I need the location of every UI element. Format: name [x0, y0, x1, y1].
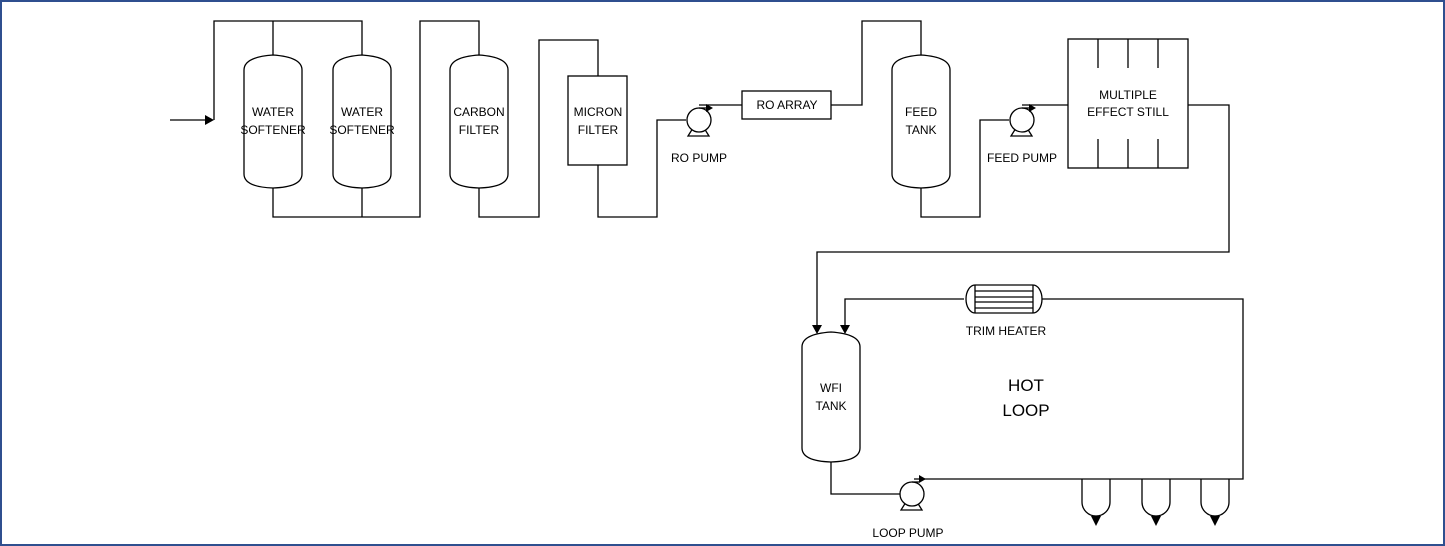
top-header-pipe: [213, 20, 363, 120]
feed-pump: [1009, 104, 1036, 137]
feed-tank-label-line2: TANK: [905, 123, 936, 137]
carbon-to-micron-pipe: [478, 39, 599, 218]
micron-filter-label-line2: FILTER: [578, 123, 619, 137]
trim-heater: [965, 284, 1043, 314]
use-point-2: [1141, 479, 1171, 526]
wfi-tank-label-line2: TANK: [815, 399, 846, 413]
still-label-line2: EFFECT STILL: [1087, 105, 1169, 119]
wfi-to-looppump-pipe: [830, 461, 900, 495]
use-point-1: [1081, 479, 1111, 526]
roarray-to-feedtank-pipe: [831, 20, 922, 106]
ro-array-label: RO ARRAY: [756, 98, 817, 112]
still-to-wfi-pipe: [816, 104, 1230, 328]
feed-pump-label: FEED PUMP: [987, 151, 1057, 165]
hot-loop-label-line2: LOOP: [1002, 401, 1049, 420]
water-softener-1: [243, 54, 303, 189]
inlet-arrow: [205, 115, 214, 125]
loop-return-arrow: [840, 325, 850, 334]
loop-pump-label: LOOP PUMP: [872, 526, 943, 540]
use-point-3: [1200, 479, 1230, 526]
ro-array: [741, 90, 832, 120]
wfi-tank: [801, 331, 861, 463]
feed-tank: [891, 54, 951, 189]
ro-pump-label: RO PUMP: [671, 151, 727, 165]
carbon-filter: [449, 54, 509, 189]
micron-to-ropump-pipe: [597, 119, 686, 218]
still-label-line1: MULTIPLE: [1099, 88, 1157, 102]
feedtank-to-feedpump-pipe: [920, 119, 1009, 218]
water-softener-1-label-line2: SOFTENER: [240, 123, 306, 137]
micron-filter: [567, 75, 628, 166]
water-softener-2-label-line2: SOFTENER: [329, 123, 395, 137]
water-softener-2-label-line1: WATER: [341, 105, 383, 119]
ro-pump: [686, 104, 713, 137]
softener-bottom-pipe: [272, 20, 480, 218]
water-softener-1-label-line1: WATER: [252, 105, 294, 119]
trimheater-return-pipe: [844, 298, 964, 328]
carbon-filter-label-line1: CARBON: [453, 105, 504, 119]
water-softener-2: [332, 54, 392, 189]
hot-loop-label-line1: HOT: [1008, 376, 1044, 395]
trim-heater-label: TRIM HEATER: [966, 324, 1047, 338]
feed-tank-label-line1: FEED: [905, 105, 937, 119]
wfi-tank-label-line1: WFI: [820, 381, 842, 395]
carbon-filter-label-line2: FILTER: [459, 123, 500, 137]
micron-filter-label-line1: MICRON: [574, 105, 623, 119]
multiple-effect-still: [1067, 38, 1189, 169]
loop-supply-pipe: [914, 298, 1244, 480]
wfi-inlet-arrow: [812, 325, 822, 334]
loop-pump: [899, 475, 926, 511]
